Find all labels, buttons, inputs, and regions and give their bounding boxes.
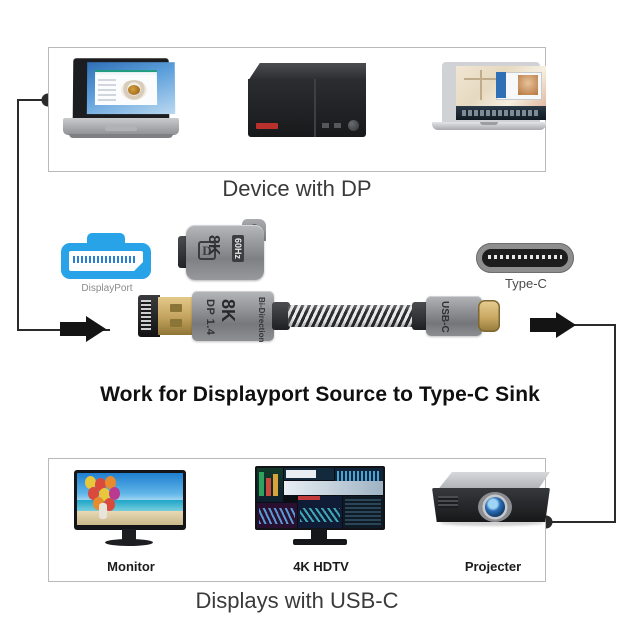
balloon: [95, 478, 106, 491]
projector-shadow: [440, 520, 544, 526]
macbook-screen: [456, 66, 546, 120]
device-label-hdtv: 4K HDTV: [293, 559, 349, 574]
front-port-1: [322, 123, 329, 128]
monitor-stand-neck: [122, 529, 136, 541]
usbc-connector-housing: [426, 296, 482, 336]
macbook-notch: [480, 122, 498, 125]
chart-histogram: [337, 471, 381, 482]
food-photo-center: [127, 85, 141, 95]
device-windows-laptop: [63, 58, 185, 142]
cable-dp-version-label: DP 1.4: [204, 299, 216, 336]
map-road-vertical: [480, 70, 482, 100]
dp-plug-notch-bottom: [170, 319, 182, 327]
strain-relief-dp-side: [272, 302, 290, 330]
hdtv-stand-neck: [311, 529, 327, 540]
projector-lens: [485, 497, 505, 517]
chart-bar: [266, 478, 271, 496]
chart-line: [259, 508, 295, 524]
chart-waveform: [284, 481, 383, 495]
chassis-top: [248, 63, 366, 81]
device-label-monitor: Monitor: [107, 559, 155, 574]
chassis-seam: [314, 79, 316, 137]
chart-popup: [286, 470, 316, 478]
dp-connector-housing: [192, 291, 274, 341]
adapter-resolution-label: 8K: [205, 235, 222, 256]
page-title: Work for Displayport Source to Type-C Si…: [100, 383, 540, 406]
overlay-photo: [518, 75, 538, 95]
dp-plug-pins: [141, 300, 151, 332]
macbook-lid: [442, 62, 546, 124]
laptop-foot: [69, 134, 173, 138]
balloons-cluster: [83, 476, 123, 511]
hdtv-stand-base: [293, 539, 347, 545]
hdtv-bezel: [255, 466, 385, 530]
overlay-sidebar: [496, 72, 506, 98]
power-button: [348, 120, 359, 131]
balloon: [105, 476, 116, 489]
chart-bar: [259, 472, 264, 496]
arrow-left: [60, 316, 106, 342]
beach-sand: [77, 511, 183, 525]
cable-resolution-label: 8K: [218, 299, 238, 323]
projector-top-plate: [436, 472, 550, 492]
monitor-stand-base: [105, 539, 153, 546]
beach-person: [99, 503, 107, 519]
displayport-port-icon: DisplayPort: [57, 231, 157, 294]
device-label-projector: Projecter: [464, 559, 522, 574]
projector-vent: [438, 496, 458, 508]
dp-plug-contacts: [158, 297, 194, 335]
device-macbook-laptop: [432, 62, 550, 140]
cable-direction-label: Bi-Direction: [257, 297, 266, 343]
laptop-screen: [86, 62, 176, 115]
cable-usbc-label: USB-C: [439, 301, 450, 333]
display-4k-hdtv: [255, 466, 387, 550]
balloon: [99, 488, 110, 501]
typec-port-icon: Type-C: [472, 243, 580, 299]
balloon: [104, 498, 115, 511]
balloon: [93, 497, 104, 510]
balloon: [109, 487, 120, 500]
map-road-horizontal: [464, 78, 524, 80]
window-list: [97, 79, 117, 102]
device-media-desktop-box: [248, 63, 366, 139]
macbook-base: [432, 122, 546, 130]
chart-alert: [298, 496, 320, 500]
displayport-icon-pins: [73, 256, 137, 263]
chart-table: [345, 499, 381, 525]
chart-bar: [273, 474, 278, 496]
hdtv-screen: [257, 468, 383, 528]
dock-icons: [462, 110, 540, 116]
group-caption-bottom: Displays with USB-C: [195, 588, 399, 613]
monitor-bezel: [74, 470, 186, 530]
display-projector: [432, 472, 554, 538]
braided-cable: [288, 305, 416, 327]
arrow-right: [530, 312, 576, 338]
usbc-plug-tip: [478, 300, 500, 332]
balloon: [88, 487, 99, 500]
dp-plug-notch-top: [170, 304, 182, 312]
monitor-screen: [77, 473, 183, 525]
displayport-logo-icon: D: [198, 241, 216, 260]
dp-to-usbc-cable: DP 1.4 8K Bi-Direction USB-C: [138, 289, 500, 351]
display-monitor: [74, 470, 188, 548]
adapter-refresh-badge: 60Hz: [232, 235, 244, 263]
typec-icon-label: Type-C: [505, 276, 547, 291]
front-port-2: [334, 123, 341, 128]
typec-icon-pins: [488, 255, 562, 259]
laptop-lid: [72, 58, 176, 121]
displayport-icon-label: DisplayPort: [81, 283, 133, 294]
brand-stripe: [256, 123, 278, 129]
dp-to-usbc-adapter: D 8K 60Hz: [178, 219, 272, 281]
strain-relief-usbc-side: [412, 302, 430, 330]
laptop-trackpad: [105, 126, 137, 131]
chart-line: [300, 508, 340, 522]
balloon: [85, 476, 96, 489]
group-caption-top: Device with DP: [222, 176, 372, 201]
